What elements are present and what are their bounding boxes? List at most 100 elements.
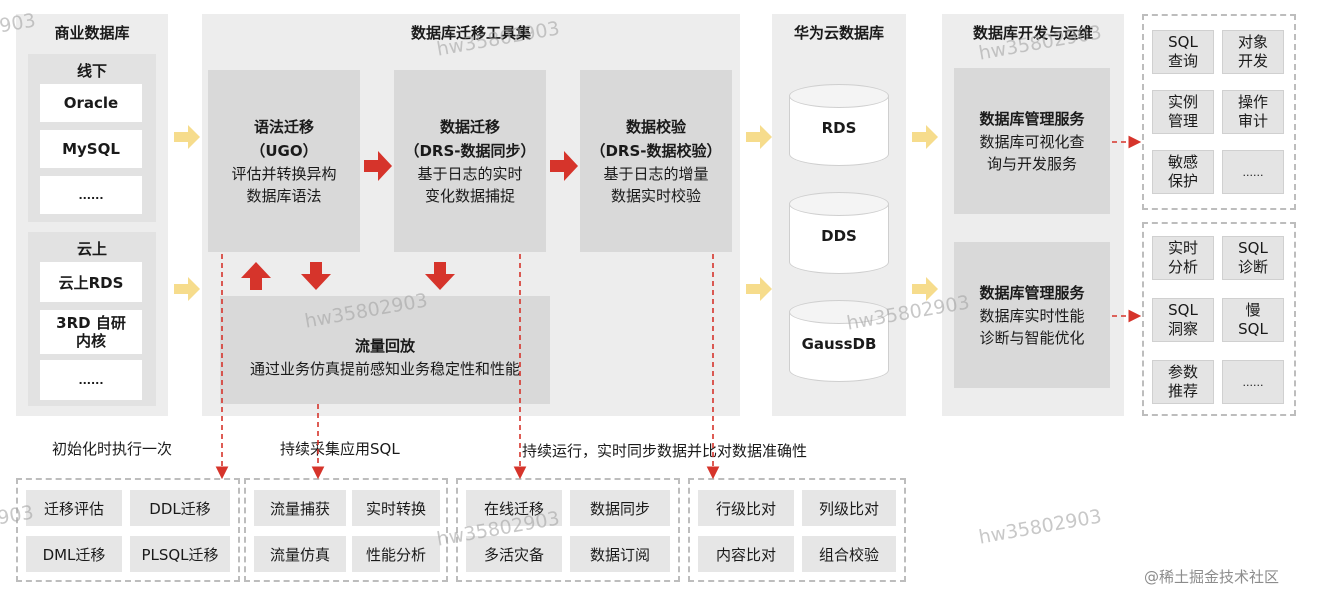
bottom-group-migration: 迁移评估 DDL迁移 DML迁移 PLSQL迁移 [16, 478, 240, 582]
red-arrows [241, 151, 578, 290]
bottom-item-combo-verify: 组合校验 [802, 536, 896, 572]
red-arrow-down-2 [425, 262, 455, 290]
feature-object-dev: 对象开发 [1222, 30, 1284, 74]
bottom-item-data-subscribe: 数据订阅 [570, 536, 670, 572]
db-mgmt-service-2: 数据库管理服务 数据库实时性能 诊断与智能优化 [954, 242, 1110, 388]
db-mgmt-service-2-desc1: 数据库实时性能 [979, 307, 1085, 325]
red-arrow-sync-to-verify [550, 151, 578, 181]
feature-operation-audit: 操作审计 [1222, 90, 1284, 134]
db-label-rds: RDS [821, 119, 857, 137]
bottom-item-migration-assess: 迁移评估 [26, 490, 122, 526]
red-arrow-down-1 [301, 262, 331, 290]
bottom-group-sync: 在线迁移 数据同步 多活灾备 数据订阅 [456, 478, 680, 582]
cloud-group: 云上 云上RDS 3RD 自研内核 ...... [28, 232, 156, 406]
cloud-item-3rd: 3RD 自研内核 [40, 310, 142, 354]
offline-item-oracle: Oracle [40, 84, 142, 122]
cloud-item-more: ...... [40, 360, 142, 400]
db-mgmt-service-2-desc2: 诊断与智能优化 [979, 329, 1085, 347]
footer-brand: @稀土掘金技术社区 [1144, 568, 1280, 586]
cloud-item-rds: 云上RDS [40, 262, 142, 302]
bottom-item-data-sync: 数据同步 [570, 490, 670, 526]
syntax-migration-subtitle: （UGO） [250, 142, 318, 160]
db-cylinder-rds: RDS [789, 84, 889, 168]
offline-group: 线下 Oracle MySQL ...... [28, 54, 156, 222]
bottom-item-active-dr: 多活灾备 [466, 536, 562, 572]
yellow-arrow-cloud [174, 277, 200, 301]
db-label-gaussdb: GaussDB [801, 335, 877, 353]
huawei-cloud-db-title: 华为云数据库 [793, 24, 884, 42]
traffic-replay-card: 流量回放 通过业务仿真提前感知业务稳定性和性能 [220, 296, 550, 404]
cloud-title: 云上 [76, 240, 107, 258]
red-arrow-syntax-to-sync [364, 151, 392, 181]
note-continuous-sql: 持续采集应用SQL [280, 440, 400, 458]
yellow-arrow-huawei-bottom [912, 277, 938, 301]
feature-top-more: ...... [1222, 150, 1284, 194]
note-continuous-sync: 持续运行，实时同步数据并比对数据准确性 [522, 442, 808, 460]
yellow-arrow-offline [174, 125, 200, 149]
syntax-migration-card: 语法迁移 （UGO） 评估并转换异构 数据库语法 [208, 70, 360, 252]
drs-verify-desc1: 基于日志的增量 [603, 165, 709, 183]
drs-sync-card: 数据迁移 （DRS-数据同步） 基于日志的实时 变化数据捕捉 [394, 70, 546, 252]
drs-sync-title: 数据迁移 [439, 118, 500, 136]
db-mgmt-service-1-desc2: 询与开发服务 [986, 155, 1077, 173]
yellow-arrow-tools-bottom [746, 277, 772, 301]
drs-sync-desc2: 变化数据捕捉 [424, 187, 515, 205]
db-label-dds: DDS [821, 227, 857, 245]
bottom-item-traffic-simulate: 流量仿真 [254, 536, 346, 572]
drs-sync-desc1: 基于日志的实时 [417, 165, 523, 183]
db-mgmt-service-1: 数据库管理服务 数据库可视化查 询与开发服务 [954, 68, 1110, 214]
devops-title: 数据库开发与运维 [972, 24, 1093, 42]
red-dashed-lines [215, 135, 1142, 480]
devops-panel: 数据库开发与运维 数据库管理服务 数据库可视化查 询与开发服务 数据库管理服务 … [942, 14, 1124, 416]
bottom-item-row-compare: 行级比对 [698, 490, 794, 526]
bottom-item-content-compare: 内容比对 [698, 536, 794, 572]
traffic-replay-desc: 通过业务仿真提前感知业务稳定性和性能 [249, 360, 520, 378]
bottom-item-perf-analysis: 性能分析 [352, 536, 440, 572]
db-cylinder-gaussdb: GaussDB [789, 300, 889, 384]
offline-item-more: ...... [40, 176, 142, 214]
feature-bottom-more: ...... [1222, 360, 1284, 404]
red-arrow-up [241, 262, 271, 290]
offline-item-mysql: MySQL [40, 130, 142, 168]
drs-verify-title: 数据校验 [625, 118, 686, 136]
db-mgmt-service-1-desc1: 数据库可视化查 [979, 133, 1085, 151]
bottom-item-col-compare: 列级比对 [802, 490, 896, 526]
bottom-group-traffic: 流量捕获 实时转换 流量仿真 性能分析 [244, 478, 448, 582]
bottom-group-verify: 行级比对 列级比对 内容比对 组合校验 [688, 478, 906, 582]
syntax-migration-title: 语法迁移 [253, 118, 314, 136]
bottom-item-online-migration: 在线迁移 [466, 490, 562, 526]
drs-sync-subtitle: （DRS-数据同步） [404, 142, 536, 160]
syntax-migration-desc1: 评估并转换异构 [231, 165, 337, 183]
migration-tools-panel: 数据库迁移工具集 语法迁移 （UGO） 评估并转换异构 数据库语法 数据迁移 （… [202, 14, 740, 416]
offline-title: 线下 [76, 62, 107, 80]
syntax-migration-desc2: 数据库语法 [246, 187, 322, 205]
drs-verify-subtitle: （DRS-数据校验） [590, 142, 722, 160]
yellow-arrow-tools-top [746, 125, 772, 149]
yellow-arrow-huawei-top [912, 125, 938, 149]
yellow-arrows [174, 125, 938, 301]
traffic-replay-title: 流量回放 [354, 337, 415, 355]
bottom-item-dml-migration: DML迁移 [26, 536, 122, 572]
bottom-item-ddl-migration: DDL迁移 [130, 490, 230, 526]
drs-verify-card: 数据校验 （DRS-数据校验） 基于日志的增量 数据实时校验 [580, 70, 732, 252]
feature-instance-mgmt: 实例管理 [1152, 90, 1214, 134]
drs-verify-desc2: 数据实时校验 [610, 187, 701, 205]
db-mgmt-service-2-title: 数据库管理服务 [979, 284, 1085, 302]
migration-tools-title: 数据库迁移工具集 [410, 24, 531, 42]
commercial-db-panel: 商业数据库 线下 Oracle MySQL ...... 云上 云上RDS 3R… [16, 14, 168, 416]
note-initial-once: 初始化时执行一次 [52, 440, 173, 458]
huawei-cloud-db-panel: 华为云数据库 RDS DDS GaussDB [772, 14, 906, 416]
commercial-db-title: 商业数据库 [54, 24, 130, 42]
bottom-item-plsql-migration: PLSQL迁移 [130, 536, 230, 572]
feature-param-recommend: 参数推荐 [1152, 360, 1214, 404]
bottom-item-realtime-convert: 实时转换 [352, 490, 440, 526]
db-mgmt-service-1-title: 数据库管理服务 [979, 110, 1085, 128]
db-cylinder-dds: DDS [789, 192, 889, 276]
feature-realtime-analysis: 实时分析 [1152, 236, 1214, 280]
bottom-item-traffic-capture: 流量捕获 [254, 490, 346, 526]
